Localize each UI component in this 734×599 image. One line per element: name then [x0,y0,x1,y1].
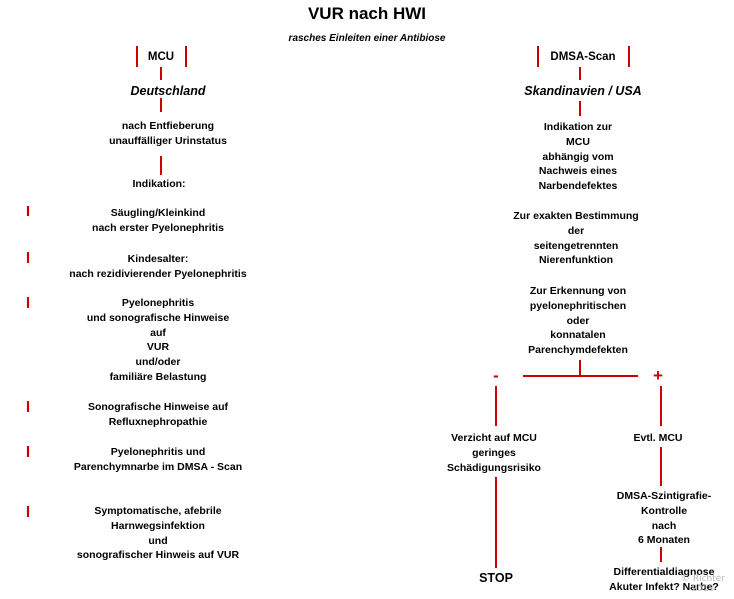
dmsa-box-label: DMSA-Scan [550,51,616,63]
indication-item-4: Sonografische Hinweise auf Refluxnephrop… [87,401,229,428]
differential-text: Differentialdiagnose Akuter Infekt? Narb… [609,566,719,593]
plus-sign: + [653,366,663,385]
left-step1: nach Entfieberung unauffälliger Urinstat… [109,120,227,147]
right-block-3: Zur Erkennung von pyelonephritischen ode… [528,285,628,357]
indication-header: Indikation: [132,178,186,190]
diagram-subtitle: rasches Einleiten einer Antibiose [288,33,446,44]
indication-item-5: Pyelonephritis und Parenchymnarbe im DMS… [73,446,243,473]
stop-label: STOP [479,571,513,585]
copyright-watermark: © Richter 2013 [680,574,726,594]
diagram-title: VUR nach HWI [307,4,427,23]
region-deutschland: Deutschland [130,84,206,98]
minus-sign: - [493,366,499,385]
indication-item-1: Säugling/Kleinkind nach erster Pyeloneph… [92,207,224,234]
followup-text: DMSA-Szintigrafie- Kontrolle nach 6 Mona… [616,490,712,547]
negative-branch-text: Verzicht auf MCU geringes Schädigungsris… [447,432,541,474]
indication-item-2: Kindesalter: nach rezidivierender Pyelon… [69,253,247,280]
positive-branch-text: Evtl. MCU [633,432,683,444]
right-block-1: Indikation zur MCU abhängig vom Nachweis… [538,121,618,193]
indication-item-3: Pyelonephritis und sonografische Hinweis… [86,297,230,383]
right-block-2: Zur exakten Bestimmung der seitengetrenn… [513,210,639,267]
region-skandinavien: Skandinavien / USA [524,84,642,98]
mcu-box-label: MCU [147,51,175,63]
indication-item-6: Symptomatische, afebrile Harnwegsinfekti… [76,505,240,562]
